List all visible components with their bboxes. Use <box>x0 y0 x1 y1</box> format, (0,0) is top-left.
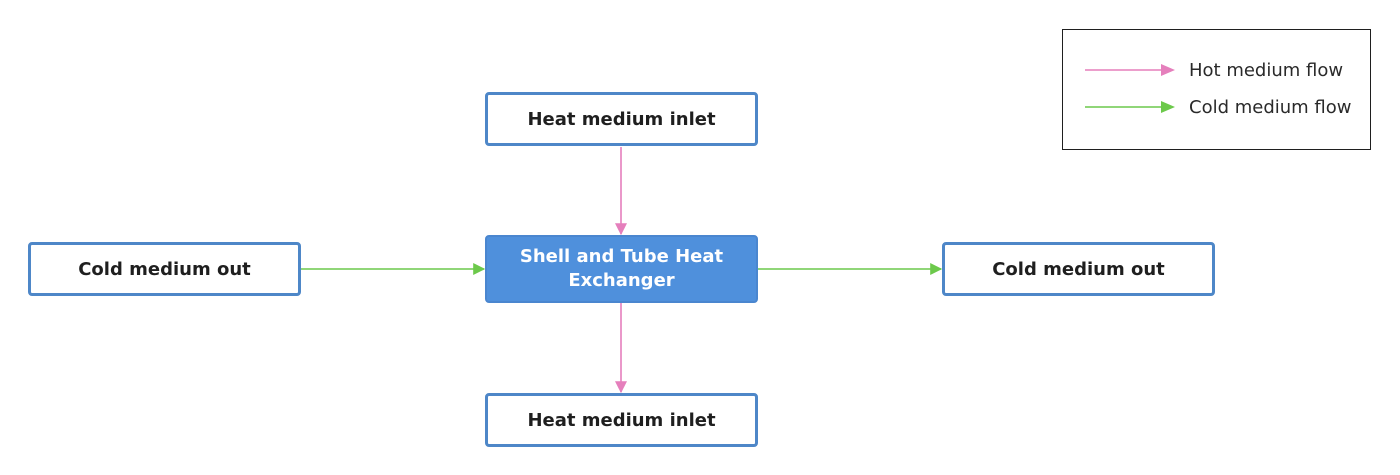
node-label: Heat medium inlet <box>527 409 716 431</box>
node-label: Shell and Tube Heat Exchanger <box>519 246 724 291</box>
green-arrow-icon <box>1085 101 1175 113</box>
legend-item-hot: Hot medium flow <box>1083 58 1343 82</box>
legend: Hot medium flow Cold medium flow <box>1062 29 1371 150</box>
node-label: Heat medium inlet <box>527 108 716 130</box>
legend-item-cold: Cold medium flow <box>1083 95 1352 119</box>
heat-medium-inlet-bottom-node[interactable]: Heat medium inlet <box>485 393 758 447</box>
node-label: Cold medium out <box>78 258 251 280</box>
pink-arrow-icon <box>1085 64 1175 76</box>
node-label: Cold medium out <box>992 258 1165 280</box>
cold-medium-out-right-node[interactable]: Cold medium out <box>942 242 1215 296</box>
shell-and-tube-heat-exchanger-node[interactable]: Shell and Tube Heat Exchanger <box>485 235 758 303</box>
cold-medium-out-left-node[interactable]: Cold medium out <box>28 242 301 296</box>
legend-label-cold: Cold medium flow <box>1189 96 1352 118</box>
legend-label-hot: Hot medium flow <box>1189 59 1344 81</box>
heat-medium-inlet-top-node[interactable]: Heat medium inlet <box>485 92 758 146</box>
